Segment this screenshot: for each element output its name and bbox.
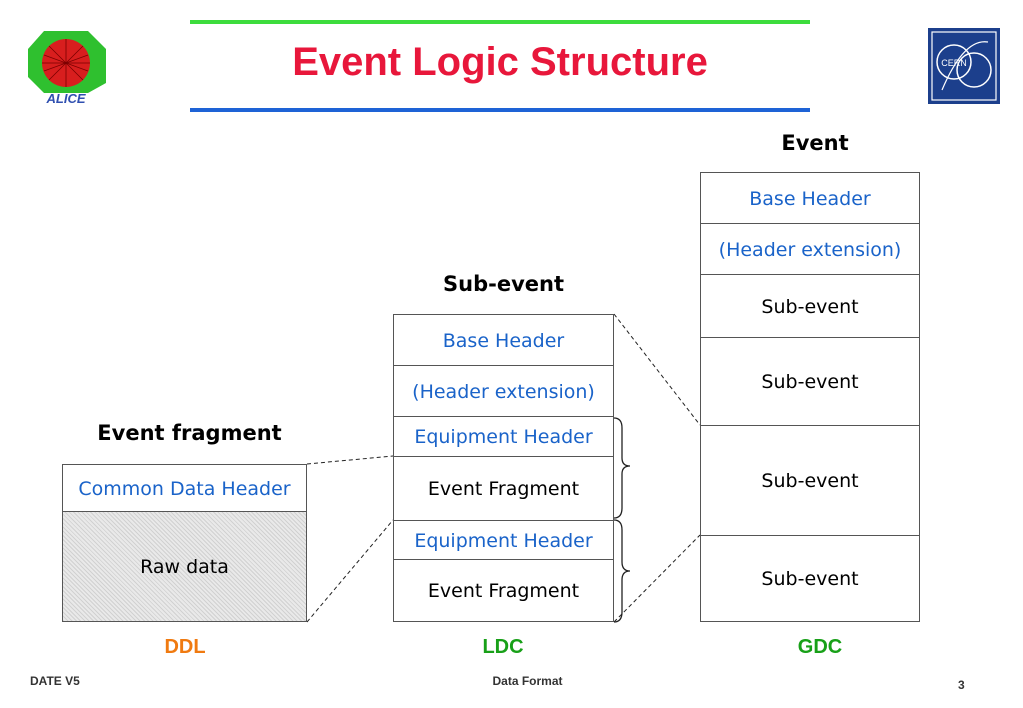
raw-data-box: Raw data xyxy=(62,511,307,622)
footer-center-text: Data Format xyxy=(492,674,563,688)
alice-logo-icon: ALICE xyxy=(22,25,110,106)
footer-left-text: DATE V5 xyxy=(30,674,80,688)
alice-logo-text: ALICE xyxy=(46,91,86,105)
sub-event-box: Sub-event xyxy=(700,425,920,537)
ldc-label: LDC xyxy=(482,636,524,658)
event-fragment-box: Event Fragment xyxy=(393,456,614,522)
sub-event-box: Sub-event xyxy=(700,337,920,427)
cern-logo-icon: CERN xyxy=(928,28,1000,104)
subevent-base-header-box: Base Header xyxy=(393,314,614,367)
event-fragment-heading: Event fragment xyxy=(97,421,282,445)
event-base-header-box: Base Header xyxy=(700,172,920,225)
subevent-header-extension-box: (Header extension) xyxy=(393,365,614,418)
equipment-header-box: Equipment Header xyxy=(393,520,614,561)
event-heading: Event xyxy=(781,131,849,155)
cern-logo-text: CERN xyxy=(941,58,967,68)
equipment-header-box: Equipment Header xyxy=(393,416,614,458)
sub-event-box: Sub-event xyxy=(700,274,920,339)
sub-event-heading: Sub-event xyxy=(443,272,564,296)
event-fragment-box: Event Fragment xyxy=(393,559,614,622)
title-top-rule xyxy=(190,20,810,24)
page-number: 3 xyxy=(958,678,965,692)
ddl-label: DDL xyxy=(164,636,206,658)
brace-fragment-2 xyxy=(613,519,631,623)
common-data-header-box: Common Data Header xyxy=(62,464,307,513)
brace-fragment-1 xyxy=(613,417,631,519)
event-header-extension-box: (Header extension) xyxy=(700,223,920,276)
sub-event-box: Sub-event xyxy=(700,535,920,622)
gdc-label: GDC xyxy=(797,636,843,658)
title-bottom-rule xyxy=(190,108,810,112)
page-title: Event Logic Structure xyxy=(292,40,708,84)
